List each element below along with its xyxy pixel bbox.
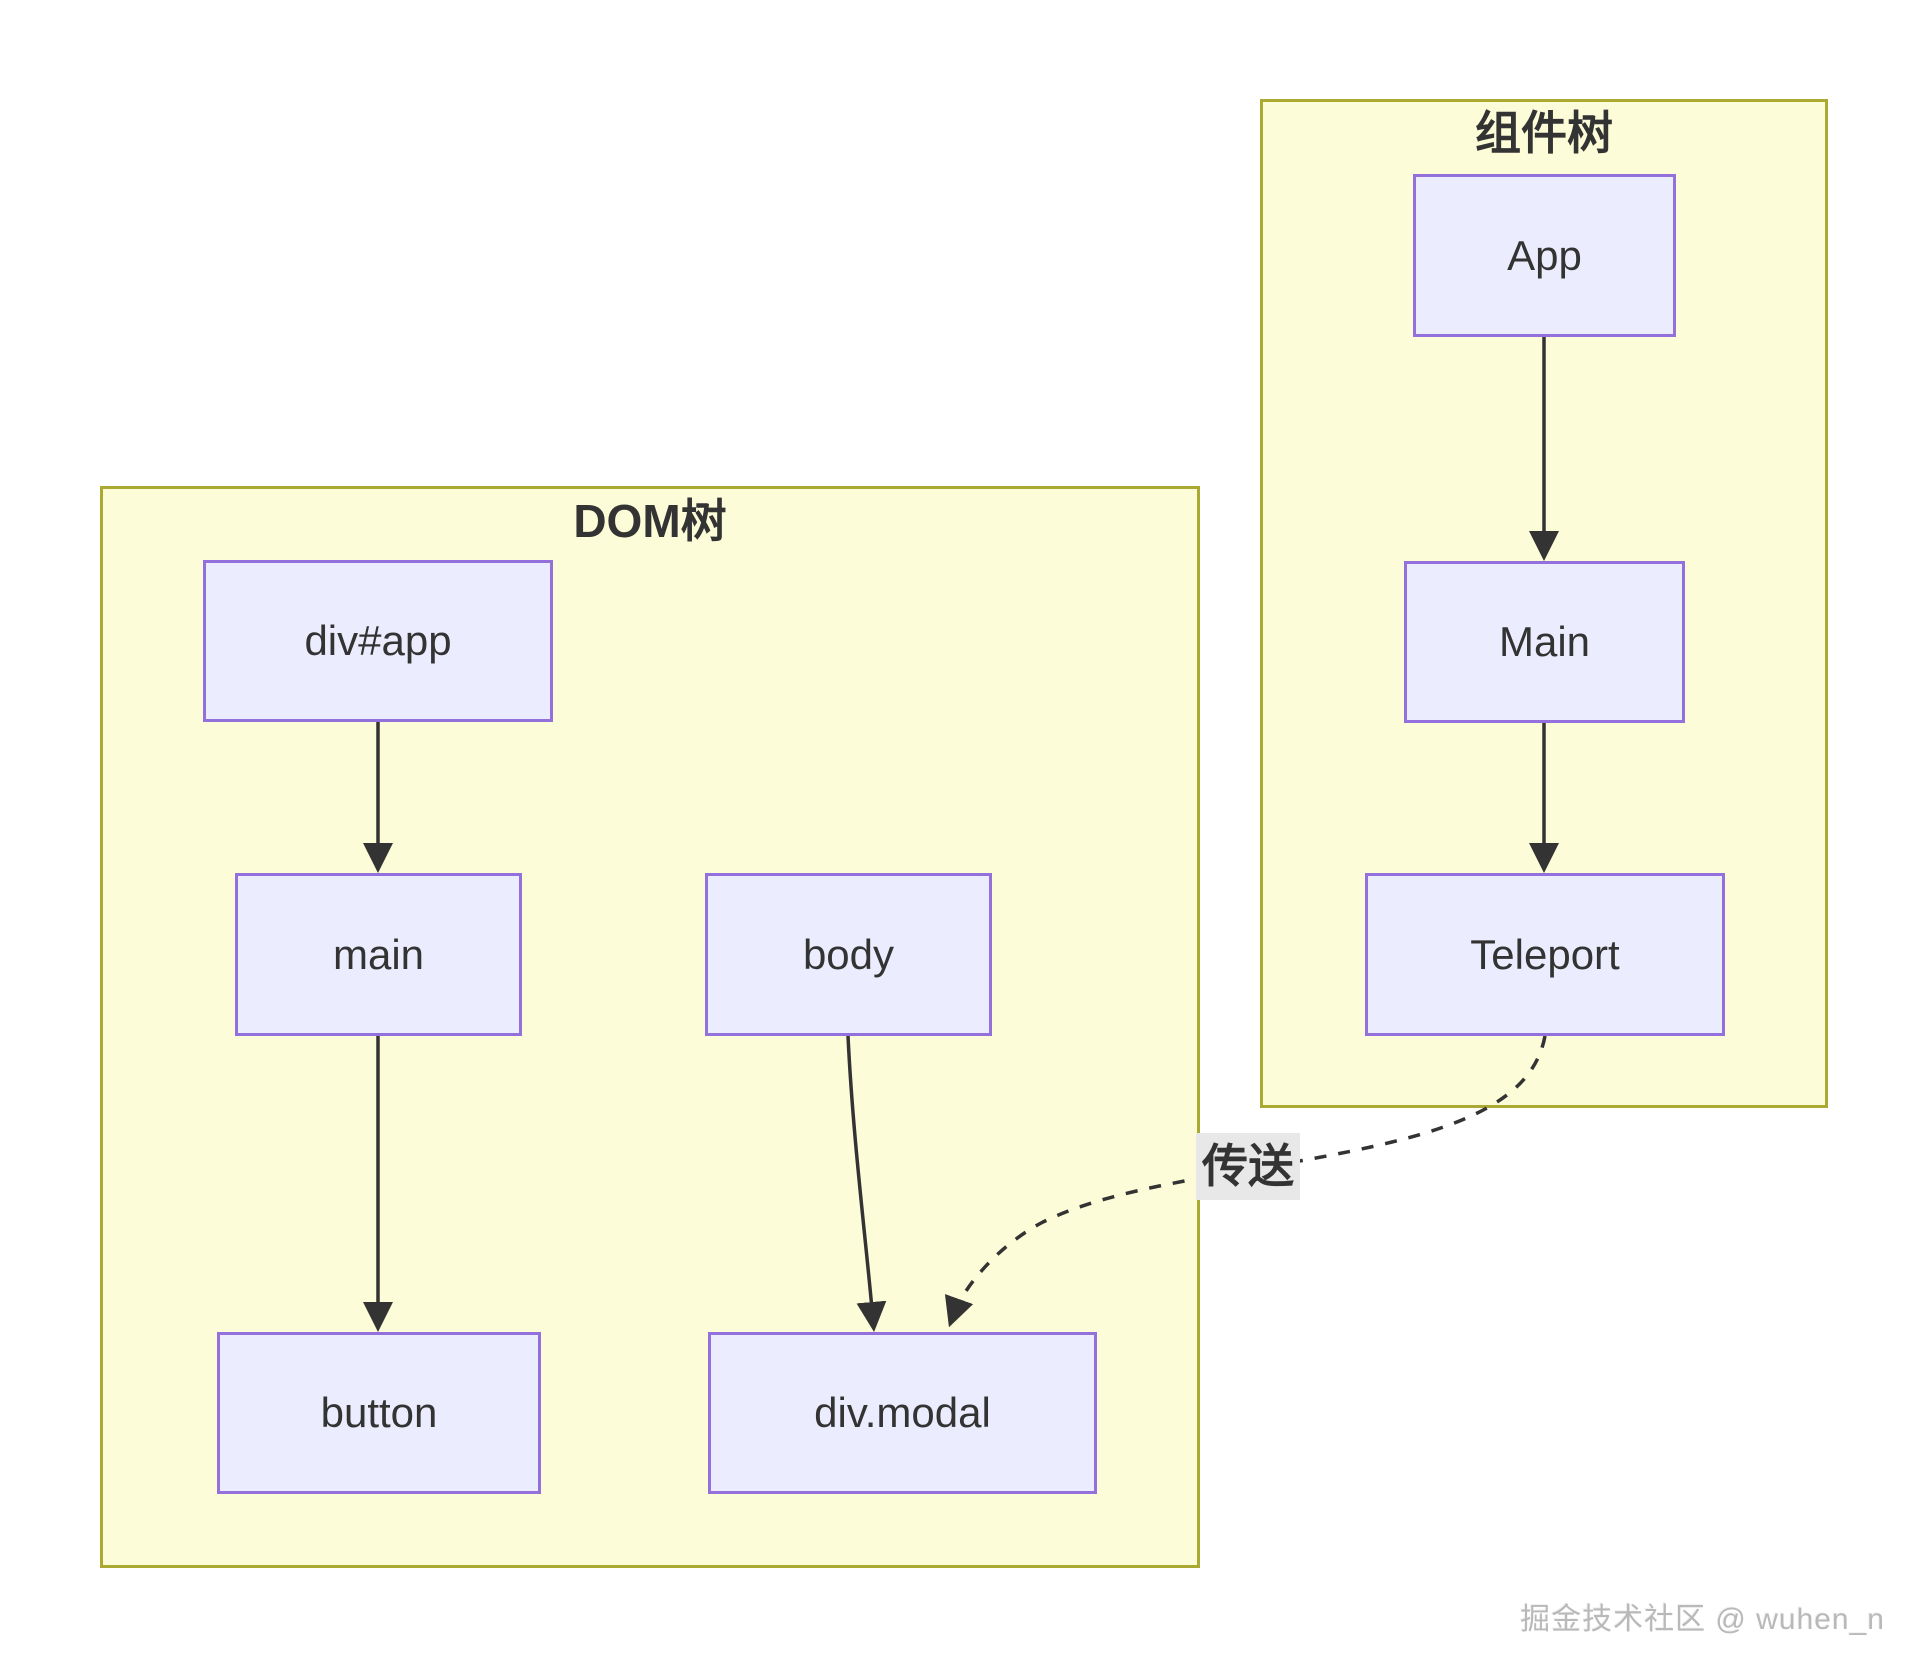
panel-title-component-tree: 组件树 — [1475, 107, 1613, 159]
node-div-app: div#app — [203, 560, 553, 722]
edge-label-teleport: 传送 — [1196, 1133, 1300, 1201]
node-body: body — [705, 873, 992, 1036]
node-button: button — [217, 1332, 541, 1494]
node-teleport-component-label: Teleport — [1470, 930, 1620, 978]
node-div-modal-label: div.modal — [814, 1389, 991, 1436]
node-app-component: App — [1413, 174, 1676, 337]
node-app-component-label: App — [1507, 231, 1582, 279]
node-main-element: main — [235, 873, 522, 1036]
node-main-component: Main — [1404, 561, 1685, 723]
node-body-label: body — [802, 930, 895, 978]
node-main-component-label: Main — [1498, 618, 1591, 665]
node-div-modal: div.modal — [708, 1332, 1097, 1494]
watermark: 掘金技术社区 @ wuhen_n — [1520, 1603, 1885, 1636]
panel-title-dom-tree: DOM树 — [573, 495, 727, 547]
node-div-app-label: div#app — [304, 617, 452, 664]
node-teleport-component: Teleport — [1365, 873, 1725, 1036]
node-button-label: button — [320, 1389, 438, 1436]
node-main-element-label: main — [332, 930, 425, 978]
